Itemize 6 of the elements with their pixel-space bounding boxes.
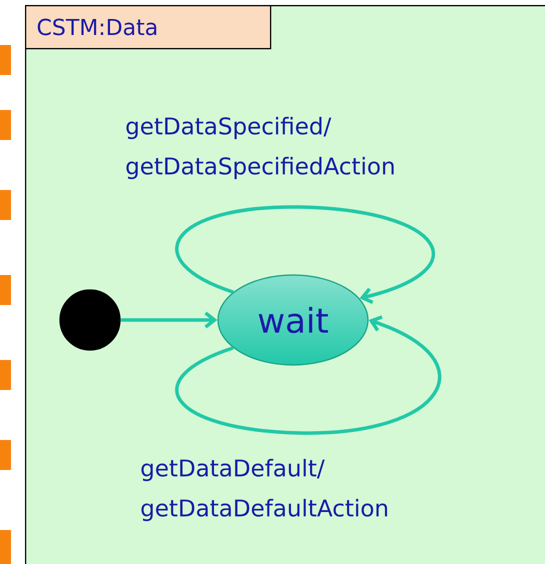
arrow [176,315,441,435]
edge-label: getDataSpecified/ getDataSpecifiedAction [126,116,394,180]
arrow [120,312,218,328]
arrow [176,205,435,304]
initial-state-dot [59,289,121,351]
edge-label: getDataDefault/ getDataDefaultAction [141,458,388,522]
